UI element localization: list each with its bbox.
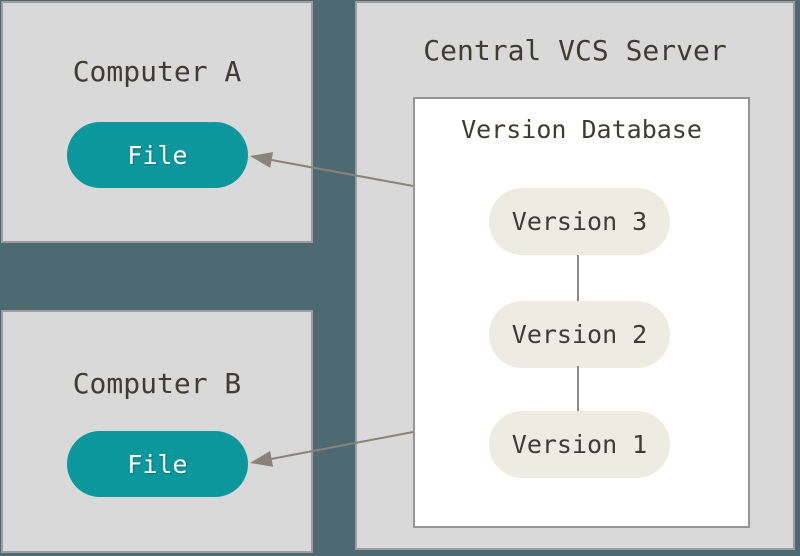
central-vcs-server-title: Central VCS Server bbox=[423, 34, 727, 67]
version-database-box: Version Database Version 3 Version 2 Ver… bbox=[413, 97, 750, 528]
computer-b-box: Computer B File bbox=[1, 310, 313, 553]
version-2-label: Version 2 bbox=[511, 320, 648, 349]
version-3-label: Version 3 bbox=[511, 207, 648, 236]
computer-a-box: Computer A File bbox=[1, 1, 313, 243]
connector-line-v2-v1 bbox=[577, 366, 579, 411]
version-1-label: Version 1 bbox=[511, 430, 648, 459]
version-1-pill: Version 1 bbox=[489, 411, 670, 478]
version-3-pill: Version 3 bbox=[489, 188, 670, 255]
version-database-title: Version Database bbox=[461, 115, 702, 144]
computer-a-title: Computer A bbox=[72, 55, 242, 88]
computer-b-file-pill: File bbox=[67, 431, 248, 497]
version-2-pill: Version 2 bbox=[489, 301, 670, 368]
computer-b-file-label: File bbox=[127, 449, 188, 479]
computer-b-title: Computer B bbox=[72, 367, 242, 400]
computer-a-file-pill: File bbox=[67, 122, 248, 188]
connector-line-v3-v2 bbox=[577, 255, 579, 301]
computer-a-file-label: File bbox=[127, 140, 188, 170]
